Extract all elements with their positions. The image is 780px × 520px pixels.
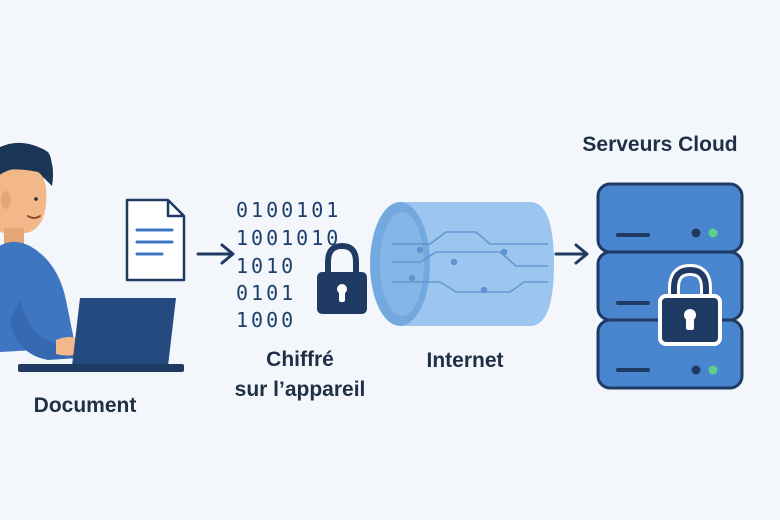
document-label: Document: [33, 394, 137, 417]
binary-text-line: 0100101: [236, 198, 342, 222]
encrypted-label-line2: sur l’appareil: [234, 378, 366, 401]
binary-text-line: 1010: [236, 254, 297, 278]
server-padlock-icon: [658, 263, 722, 346]
internet-tube-icon: [370, 202, 554, 326]
binary-text-line: 1000: [236, 308, 297, 332]
person-icon: [0, 142, 84, 360]
cloud-servers-label: Serveurs Cloud: [582, 133, 738, 156]
document-icon: [125, 198, 186, 282]
encrypted-on-device-label: Chiffré sur l’appareil: [215, 345, 385, 405]
binary-text-line: 0101: [236, 281, 297, 305]
arrow-right-icon: [554, 243, 589, 265]
laptop-icon: [18, 298, 184, 372]
binary-text-line: 1001010: [236, 226, 342, 250]
encrypted-label-line1: Chiffré: [266, 348, 334, 371]
arrow-right-icon: [196, 243, 235, 265]
padlock-icon: [317, 242, 367, 314]
internet-label: Internet: [426, 349, 504, 372]
